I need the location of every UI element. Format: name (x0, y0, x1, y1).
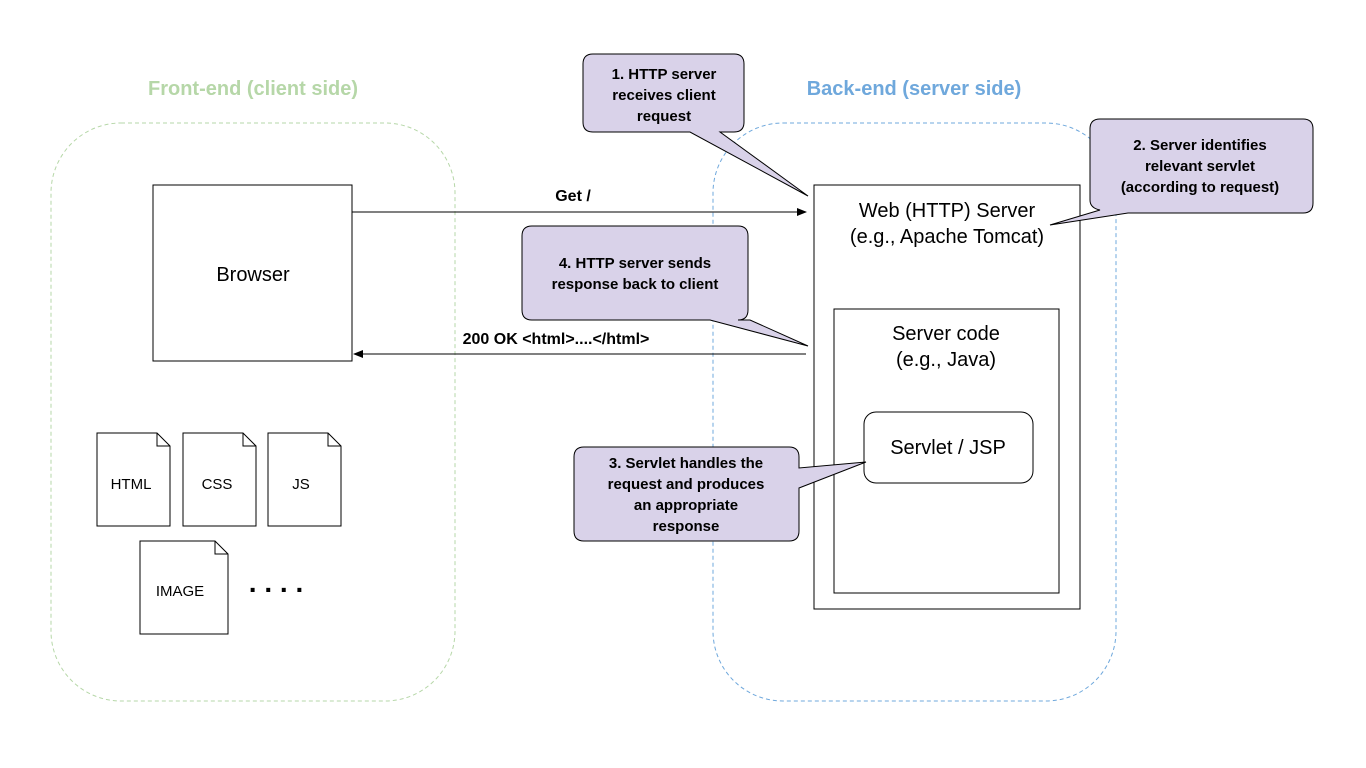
callout-1-line3: request (637, 108, 691, 125)
callout-3-bubble (573, 446, 867, 542)
file-fold (156, 433, 170, 447)
callout-3-line1: 3. Servlet handles the (609, 455, 763, 472)
callout-1: 1. HTTP server receives client request (582, 53, 809, 197)
server-code-label-line1: Server code (892, 323, 1000, 345)
web-server-label-line2: (e.g., Apache Tomcat) (850, 226, 1044, 248)
file-fold (242, 433, 256, 447)
callout-4-line1: 4. HTTP server sends (559, 255, 711, 272)
file-icon (182, 432, 257, 527)
callout-2-line1: 2. Server identifies (1133, 137, 1266, 154)
more-files-ellipsis: . . . . (249, 567, 303, 598)
callout-3: 3. Servlet handles the request and produ… (573, 446, 867, 542)
callout-2-bubble (1049, 118, 1314, 226)
file-image-label: IMAGE (156, 583, 204, 600)
callout-2-line2: relevant servlet (1145, 158, 1255, 175)
file-html-label: HTML (111, 476, 152, 493)
frontend-zone-title: Front-end (client side) (148, 78, 358, 100)
callout-3-line2: request and produces (608, 476, 765, 493)
request-arrow-label: Get / (555, 188, 591, 205)
callout-1-line2: receives client (612, 87, 715, 104)
callout-2-line3: (according to request) (1121, 179, 1279, 196)
backend-zone (712, 122, 1117, 702)
file-css: CSS (182, 432, 257, 527)
frontend-zone (50, 122, 456, 702)
callout-1-bubble (582, 53, 809, 197)
web-server-label-line1: Web (HTTP) Server (859, 200, 1036, 222)
file-css-label: CSS (202, 476, 233, 493)
callout-1-line1: 1. HTTP server (612, 66, 717, 83)
file-fold (327, 433, 341, 447)
file-js-label: JS (292, 476, 310, 493)
backend-zone-title: Back-end (server side) (807, 78, 1022, 100)
callout-4-line2: response back to client (552, 276, 719, 293)
file-icon (267, 432, 342, 527)
file-fold (214, 541, 228, 555)
response-arrow-label: 200 OK <html>....</html> (463, 331, 650, 348)
file-icon (96, 432, 171, 527)
callout-4-bubble (521, 225, 809, 347)
file-js: JS (267, 432, 342, 527)
file-icon (139, 540, 229, 635)
file-html: HTML (96, 432, 171, 527)
browser-box (152, 184, 353, 362)
file-image: IMAGE (139, 540, 229, 635)
callout-3-line3: an appropriate (634, 497, 738, 514)
browser-label: Browser (216, 264, 290, 286)
servlet-box (863, 411, 1034, 484)
callout-2: 2. Server identifies relevant servlet (a… (1049, 118, 1314, 226)
servlet-label: Servlet / JSP (890, 437, 1006, 459)
callout-3-line4: response (653, 518, 720, 535)
server-code-label-line2: (e.g., Java) (896, 349, 996, 371)
callout-4: 4. HTTP server sends response back to cl… (521, 225, 809, 347)
